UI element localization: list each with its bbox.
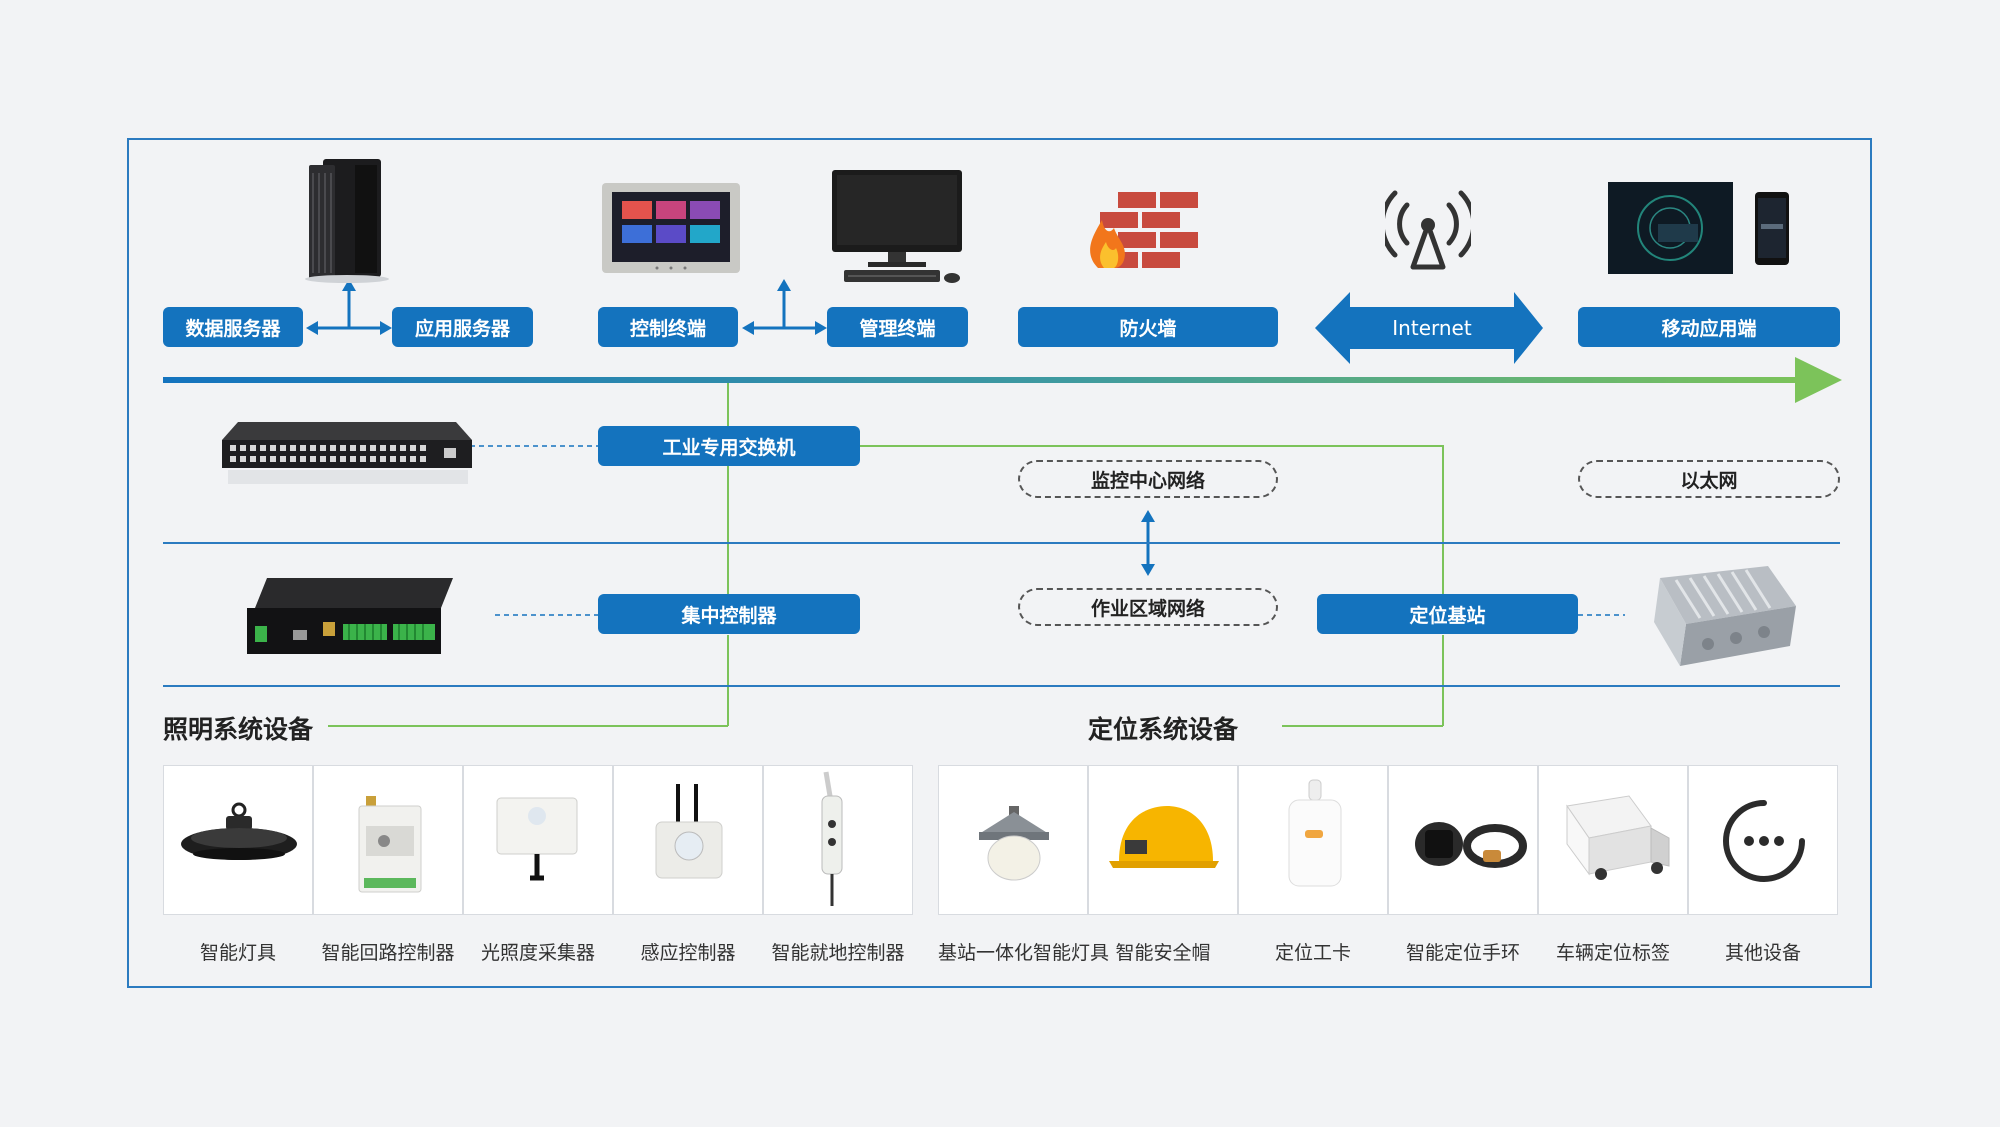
desktop-computer-icon bbox=[832, 170, 962, 283]
internet-arrow bbox=[1315, 292, 1543, 364]
work-area-network-label: 作业区域网络 bbox=[1018, 588, 1278, 626]
mobile-devices-icon bbox=[1608, 182, 1789, 274]
internet-label: Internet bbox=[1392, 316, 1472, 340]
monitor-network-label: 监控中心网络 bbox=[1018, 460, 1278, 498]
mobile-app-label: 移动应用端 bbox=[1578, 307, 1840, 347]
local-controller-icon bbox=[821, 771, 843, 906]
device-caption: 其他设备 bbox=[1724, 942, 1801, 964]
main-flow-arrowhead bbox=[1795, 357, 1842, 403]
device-dashed-links bbox=[470, 445, 1625, 616]
diagram-frame bbox=[127, 138, 1872, 988]
positioning-section-title: 定位系统设备 bbox=[1088, 715, 1239, 744]
device-caption: 基站一体化智能灯具 bbox=[938, 942, 1110, 964]
lighting-section-title: 照明系统设备 bbox=[163, 715, 314, 744]
industrial-switch-label: 工业专用交换机 bbox=[598, 426, 860, 466]
high-bay-lamp-icon bbox=[181, 802, 297, 860]
lux-sensor-icon bbox=[496, 797, 578, 881]
device-tile-other bbox=[1688, 765, 1838, 915]
firewall-label: 防火墙 bbox=[1018, 307, 1278, 347]
device-caption: 定位工卡 bbox=[1274, 942, 1351, 964]
explosion-proof-lamp-icon bbox=[979, 806, 1049, 881]
network-switch-icon bbox=[222, 422, 472, 484]
more-dots-icon bbox=[1723, 800, 1805, 882]
device-tile-badge bbox=[1238, 765, 1388, 915]
device-caption: 智能灯具 bbox=[199, 942, 276, 964]
device-tile-circuit-controller bbox=[313, 765, 463, 915]
data-server-label: 数据服务器 bbox=[163, 307, 303, 347]
main-flow-line bbox=[163, 377, 1803, 383]
firewall-icon bbox=[1090, 192, 1198, 268]
device-caption: 智能回路控制器 bbox=[321, 942, 455, 964]
device-tile-sensor-controller bbox=[613, 765, 763, 915]
device-tile-vehicle-tag bbox=[1538, 765, 1688, 915]
ethernet-label: 以太网 bbox=[1578, 460, 1840, 498]
device-caption: 智能安全帽 bbox=[1115, 942, 1211, 964]
device-tile-local-controller bbox=[763, 765, 913, 915]
green-connectors bbox=[328, 383, 1444, 727]
terminal-link-arrows bbox=[742, 279, 827, 335]
device-tile-wristband bbox=[1388, 765, 1538, 915]
positioning-station-label: 定位基站 bbox=[1317, 594, 1578, 634]
controller-box-icon bbox=[247, 578, 453, 654]
device-caption: 车辆定位标签 bbox=[1555, 942, 1670, 964]
central-controller-label: 集中控制器 bbox=[598, 594, 860, 634]
device-caption: 光照度采集器 bbox=[480, 942, 595, 964]
helmet-icon bbox=[1109, 806, 1219, 868]
truck-icon bbox=[1566, 795, 1670, 880]
management-terminal-label: 管理终端 bbox=[827, 307, 968, 347]
app-server-label: 应用服务器 bbox=[392, 307, 533, 347]
device-tile-station-lamp bbox=[938, 765, 1088, 915]
separator-line bbox=[163, 685, 1840, 687]
device-tile-smart-helmet bbox=[1088, 765, 1238, 915]
separator-line bbox=[163, 542, 1840, 544]
device-tile-smart-lamp bbox=[163, 765, 313, 915]
wristband-icon bbox=[1415, 822, 1527, 868]
device-caption: 智能就地控制器 bbox=[771, 942, 905, 964]
device-caption: 感应控制器 bbox=[640, 942, 736, 964]
device-tile-lux-sensor bbox=[463, 765, 613, 915]
badge-icon bbox=[1288, 779, 1342, 887]
antenna-icon bbox=[1385, 190, 1471, 270]
server-rack-icon bbox=[305, 159, 389, 283]
control-terminal-label: 控制终端 bbox=[598, 307, 738, 347]
touch-panel-icon bbox=[602, 183, 740, 273]
server-link-arrows bbox=[306, 279, 392, 335]
base-station-icon bbox=[1654, 566, 1796, 666]
circuit-controller-icon bbox=[358, 796, 422, 893]
motion-sensor-icon bbox=[655, 784, 723, 879]
device-caption: 智能定位手环 bbox=[1405, 942, 1520, 964]
